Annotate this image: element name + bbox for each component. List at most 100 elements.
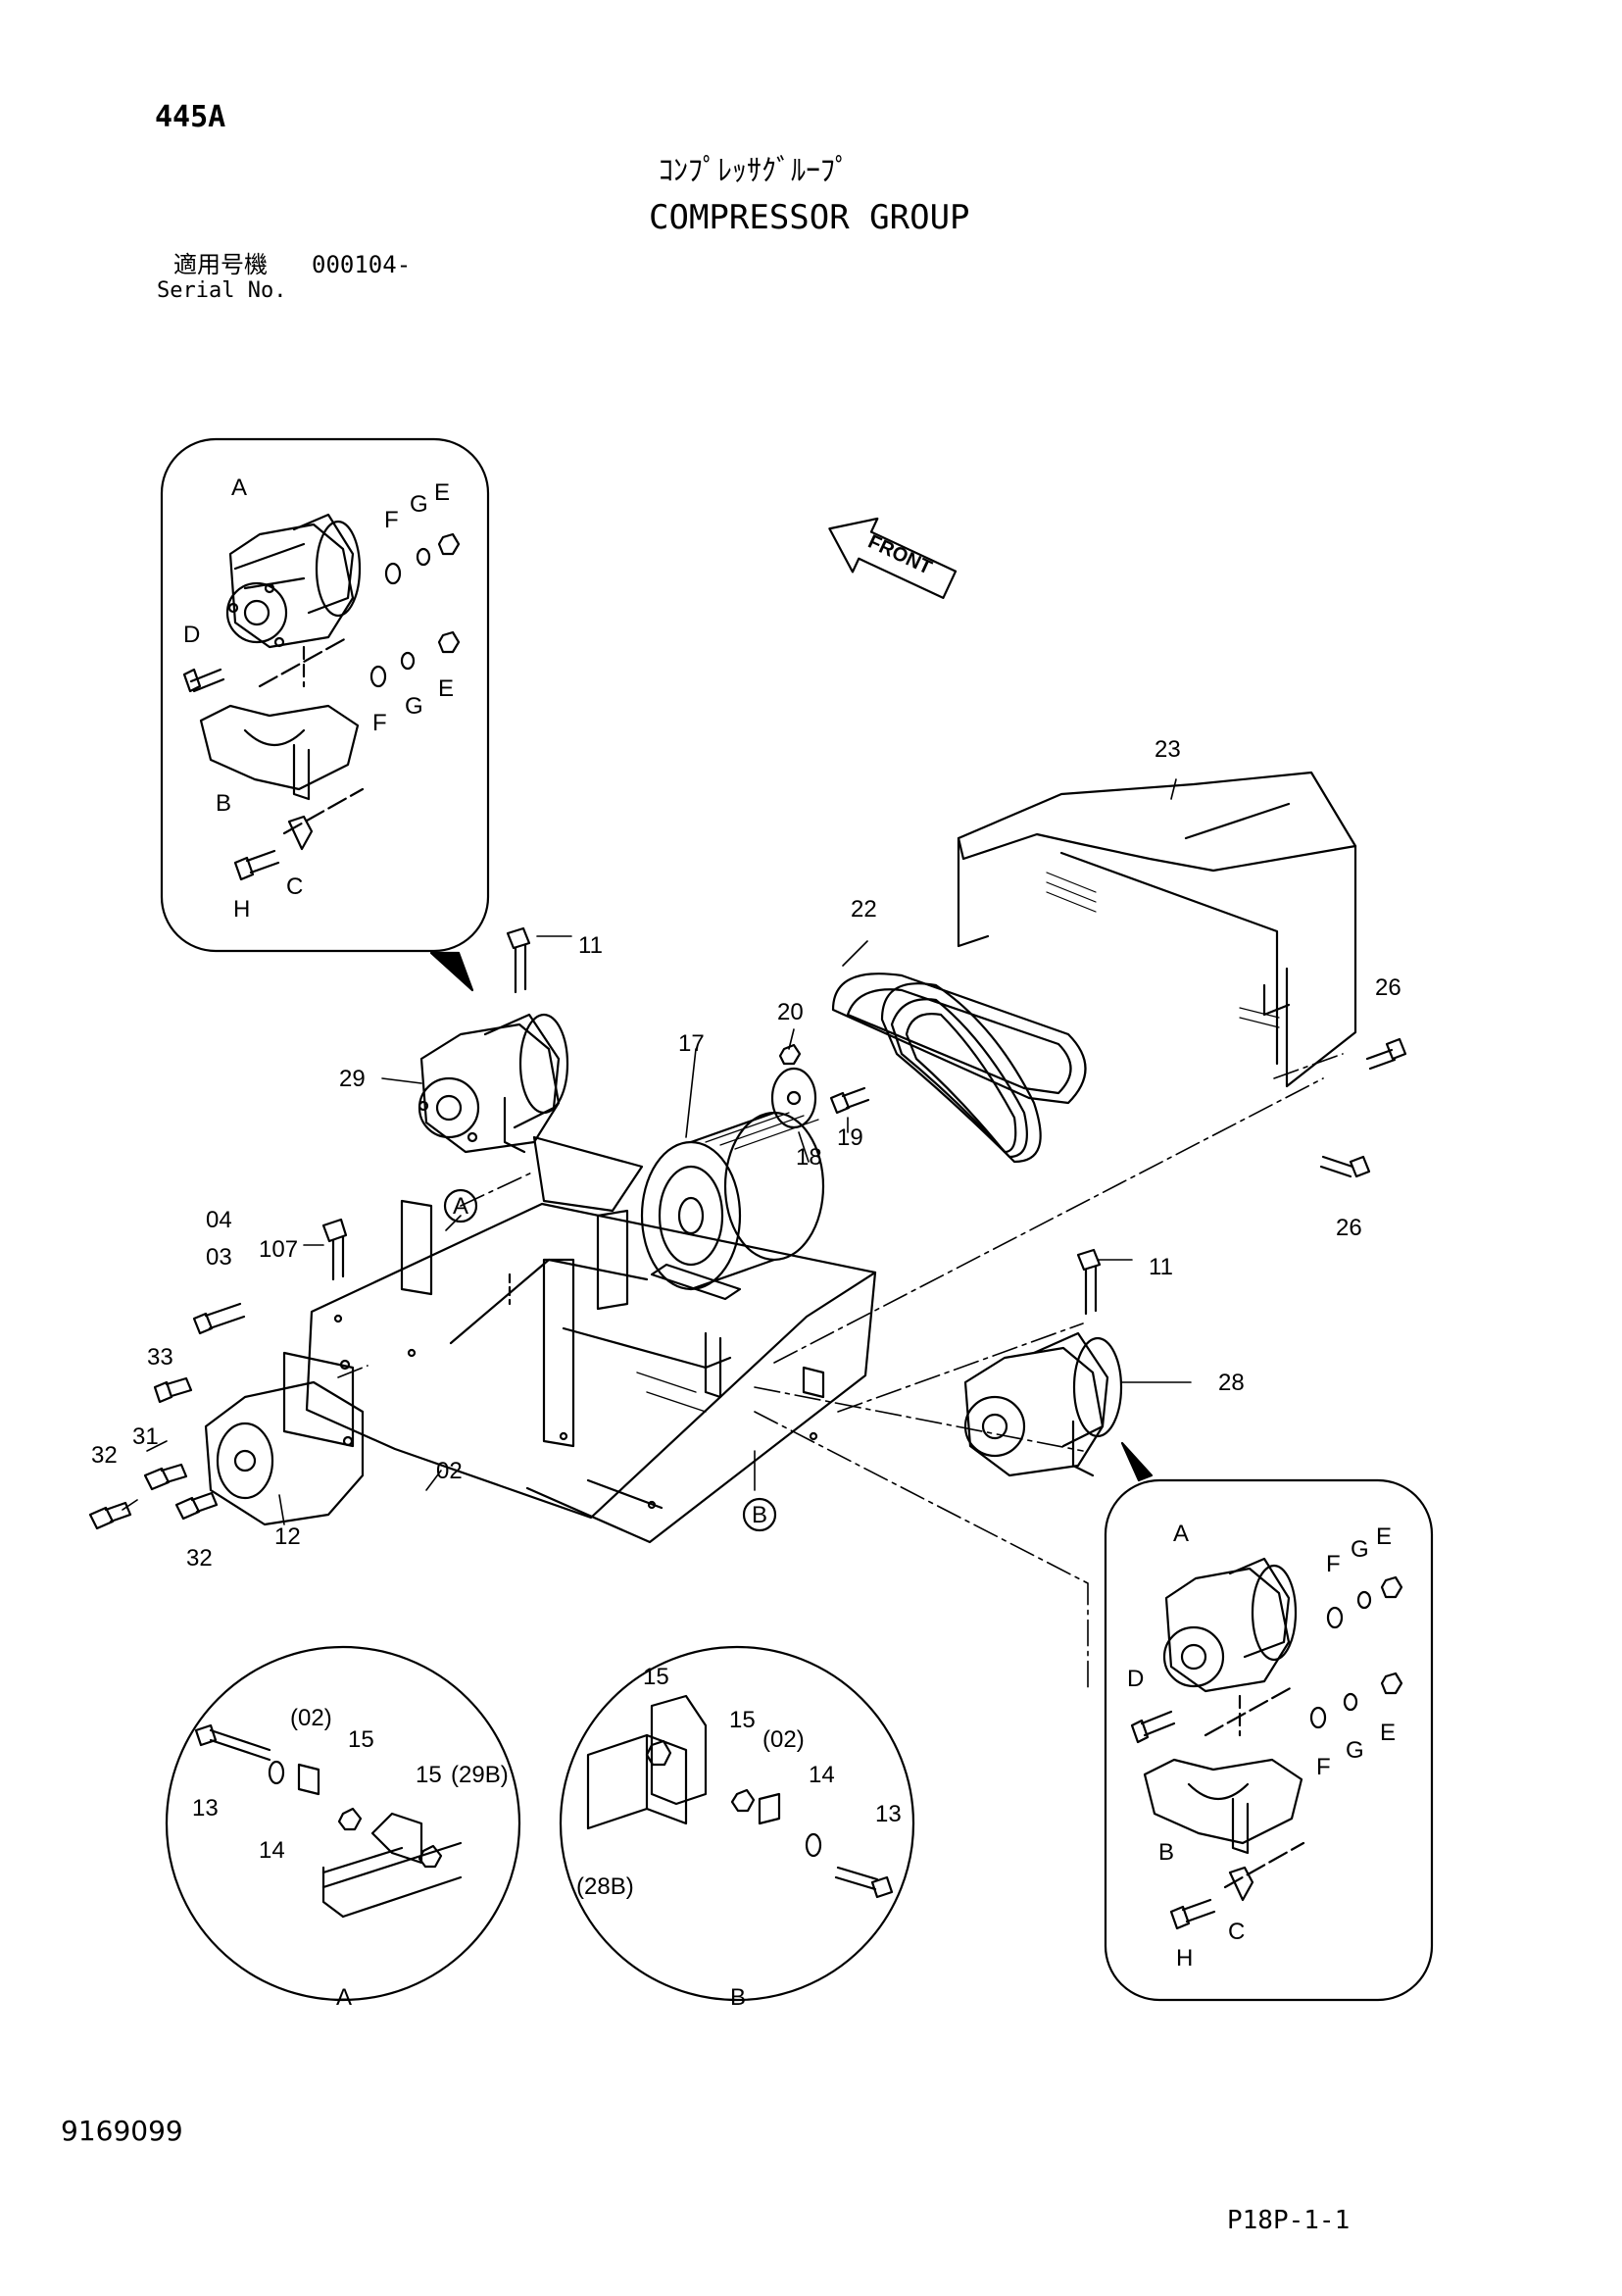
fitting-32-lower (174, 1491, 219, 1521)
bolt-d-bottom-right (1130, 1710, 1176, 1744)
page-title: COMPRESSOR GROUP (649, 198, 970, 237)
detail-br-c: C (1228, 1919, 1245, 1945)
washer-f1 (384, 562, 402, 585)
callout-02: 02 (436, 1458, 463, 1484)
bolt-19 (829, 1086, 870, 1115)
detail-br-e2: E (1380, 1720, 1396, 1746)
circle-a-13: 13 (192, 1795, 219, 1822)
circle-b-15b: 15 (729, 1707, 756, 1733)
page-code: 445A (155, 100, 226, 134)
compressor-detail-bottom-right (1162, 1557, 1298, 1693)
callout-32-left: 32 (91, 1442, 118, 1469)
title-japanese: ｺﾝﾌﾟﾚｯｻｸﾞﾙｰﾌﾟ (659, 154, 850, 188)
detail-pointer-bottom-right (1120, 1441, 1154, 1482)
pulley-plate (770, 1067, 817, 1129)
fitting-31 (143, 1463, 188, 1491)
fitting-32-left (88, 1501, 132, 1530)
bolt-11-lower (1076, 1248, 1102, 1316)
callout-29: 29 (339, 1066, 366, 1092)
circle-b-15a: 15 (643, 1664, 669, 1690)
callout-107: 107 (259, 1236, 298, 1263)
ref-label-a: A (453, 1193, 468, 1220)
detail-circle-a (165, 1645, 521, 2002)
compressor-28 (963, 1331, 1123, 1477)
detail-br-b: B (1158, 1839, 1174, 1866)
base-plate (305, 1135, 877, 1544)
detail-tl-b: B (216, 790, 231, 817)
compressor-mount-12 (204, 1351, 365, 1526)
clip-c-bottom-right (1228, 1866, 1254, 1902)
idler-pulley (640, 1111, 825, 1291)
callout-17: 17 (678, 1030, 705, 1057)
ref-label-b: B (752, 1502, 767, 1528)
nut-e1 (437, 532, 461, 556)
callout-03: 03 (206, 1244, 232, 1271)
bolt-11-top (506, 926, 531, 994)
detail-br-g2: G (1346, 1737, 1364, 1764)
detail-tl-a: A (231, 474, 247, 501)
detail-box-top-left (160, 437, 490, 953)
callout-11-lower: 11 (1149, 1254, 1173, 1280)
detail-br-g1: G (1351, 1536, 1369, 1563)
detail-tl-e1: E (434, 479, 450, 506)
belt-cover (957, 771, 1357, 1088)
bracket-detail-top-left (199, 704, 360, 801)
detail-pointer-top-left (429, 951, 474, 992)
detail-circle-b (559, 1645, 915, 2002)
detail-tl-f1: F (384, 507, 399, 533)
detail-br-d: D (1127, 1666, 1144, 1692)
callout-28: 28 (1218, 1370, 1245, 1396)
callout-26-upper: 26 (1375, 974, 1401, 1001)
detail-br-f2: F (1316, 1754, 1331, 1780)
bolt-03 (192, 1302, 246, 1335)
detail-box-bottom-right (1104, 1478, 1434, 2002)
compressor-29 (418, 1013, 569, 1154)
callout-18: 18 (796, 1144, 822, 1171)
callout-32-lower: 32 (186, 1545, 213, 1572)
document-number: 9169099 (61, 2115, 183, 2147)
circle-b-13: 13 (875, 1801, 902, 1827)
serial-label-japanese: 適用号機 (173, 251, 268, 278)
detail-br-a: A (1173, 1521, 1189, 1547)
bolt-d-top-left (182, 668, 225, 693)
bracket-detail-bottom-right (1143, 1758, 1303, 1855)
detail-tl-h: H (233, 896, 250, 923)
circle-b-14: 14 (809, 1762, 835, 1788)
front-direction-arrow (828, 517, 958, 600)
detail-br-f1: F (1326, 1551, 1341, 1577)
page-reference: P18P-1-1 (1227, 2206, 1351, 2235)
serial-label: Serial No. (157, 278, 287, 303)
callout-19: 19 (837, 1124, 863, 1151)
ref-circle-b (742, 1497, 777, 1532)
callout-12: 12 (274, 1523, 301, 1550)
drive-belts (831, 973, 1087, 1164)
nut-e2 (437, 630, 461, 654)
circle-a-parts (194, 1723, 463, 1919)
serial-value: 000104- (312, 251, 412, 278)
detail-tl-e2: E (438, 675, 454, 702)
detail-tl-d: D (183, 622, 200, 648)
circle-a-14: 14 (259, 1837, 285, 1864)
circle-b-name: B (730, 1984, 746, 2011)
compressor-detail-top-left (225, 513, 362, 649)
detail-br-h: H (1176, 1945, 1193, 1972)
circle-b-parts (586, 1694, 894, 1899)
washer-g1 (416, 547, 431, 567)
front-label: FRONT (864, 531, 935, 579)
detail-tl-g2: G (405, 693, 423, 720)
nut-20 (778, 1043, 802, 1066)
circle-a-02: (02) (290, 1705, 332, 1731)
ref-circle-a (443, 1188, 478, 1223)
callout-20: 20 (777, 999, 804, 1025)
callout-22: 22 (851, 896, 877, 923)
circle-a-name: A (336, 1984, 352, 2011)
circle-a-15a: 15 (348, 1726, 374, 1753)
bolt-107 (321, 1218, 348, 1281)
bolt-h-top-left (233, 849, 280, 881)
circle-b-02: (02) (762, 1726, 805, 1753)
washer-f2 (369, 665, 387, 688)
clip-c-top-left (287, 815, 314, 851)
circle-b-28b: (28B) (576, 1873, 634, 1900)
bolt-26-upper (1365, 1037, 1407, 1071)
